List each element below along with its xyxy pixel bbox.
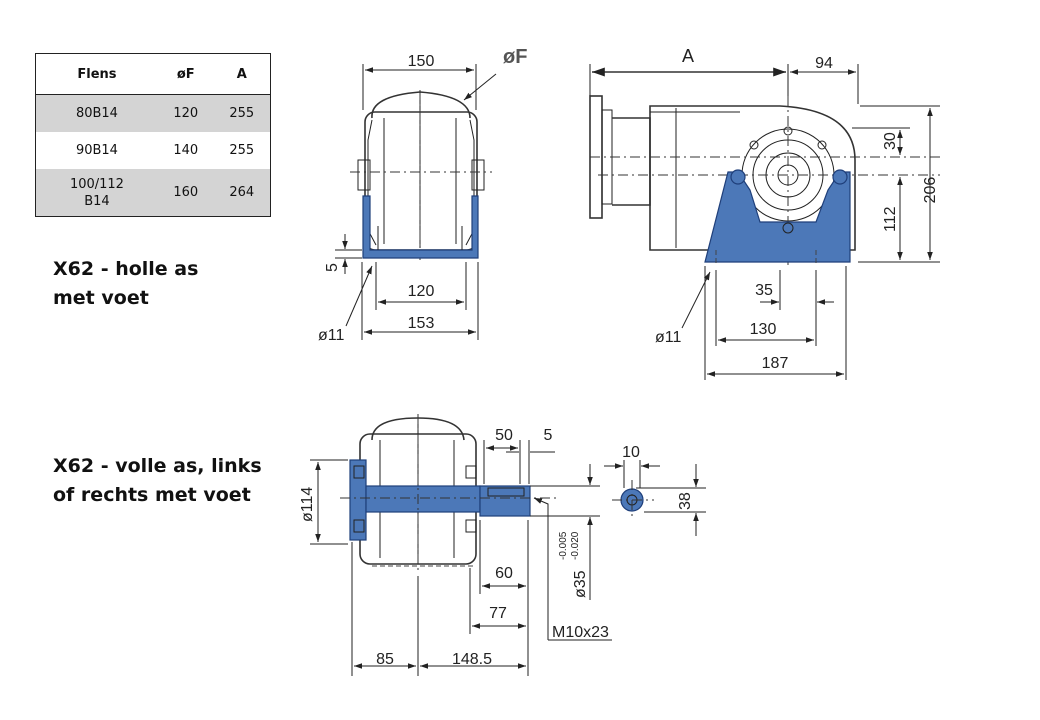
dim-tol-upper: -0.005 [558,531,569,560]
dim-5: 5 [324,263,341,272]
dim-130: 130 [750,321,777,338]
dim-38: 38 [677,492,694,510]
solid-shaft-dimensions: ø114 50 5 60 77 85 148.5 ø35 -0.005 -0.0… [299,427,706,676]
dim-30: 30 [882,132,899,150]
header-flens: Flens [34,53,158,95]
dim-phi-114: ø114 [299,487,316,522]
dim-85: 85 [376,651,394,668]
dim-94: 94 [815,55,833,72]
dim-phi-f: øF [503,46,527,68]
dim-148-5: 148.5 [452,651,492,668]
cell-phi-f: 120 [157,94,214,132]
dim-tol-lower: -0.020 [570,531,581,560]
heading-solid-shaft: X62 - volle as, links of rechts met voet [53,455,262,506]
cell-phi-f: 160 [157,169,214,217]
dim-35: 35 [755,282,773,299]
dim-50: 50 [495,427,513,444]
dim-phi-35: ø35 [572,570,589,598]
dim-hole-side: ø11 [655,329,681,346]
cell-a: 255 [213,94,271,132]
flange-spec-table: Flens øF A 80B14 120 255 90B14 140 255 1… [34,53,271,217]
cell-flens: 100/112 B14 [34,169,158,217]
table-row: 80B14 120 255 [34,94,271,132]
front-view-dimensions: 150 øF 5 120 153 ø11 [318,46,527,344]
dim-10: 10 [622,444,640,461]
table-row: 90B14 140 255 [34,132,271,169]
side-view-hollow [589,95,940,266]
dim-5b: 5 [544,427,553,444]
dim-150: 150 [408,53,435,70]
dim-187: 187 [762,355,789,372]
cell-phi-f: 140 [173,143,199,158]
front-view-hollow [350,90,492,262]
cell-flens: 90B14 [34,132,158,169]
dim-60: 60 [495,565,513,582]
cell-a: 264 [213,169,271,217]
dim-hole-front: ø11 [318,327,344,344]
solid-shaft-view [340,414,654,574]
table-header-row: Flens øF A [34,53,271,95]
dim-a: A [682,46,694,66]
heading-hollow-shaft: X62 - holle as met voet [53,258,199,309]
cell-flens: 80B14 [34,94,158,132]
dim-153: 153 [408,315,435,332]
side-view-dimensions: A 94 30 112 206 35 130 187 ø11 [589,46,940,380]
header-phi-f: øF [157,53,214,95]
dim-112: 112 [882,206,899,232]
header-a: A [213,53,271,95]
dim-77: 77 [489,605,507,622]
dim-120: 120 [408,283,435,300]
cell-a: 255 [213,132,271,169]
dim-206: 206 [922,177,939,204]
dim-thread: M10x23 [552,624,609,641]
table-row: 100/112 B14 160 264 [34,169,271,217]
